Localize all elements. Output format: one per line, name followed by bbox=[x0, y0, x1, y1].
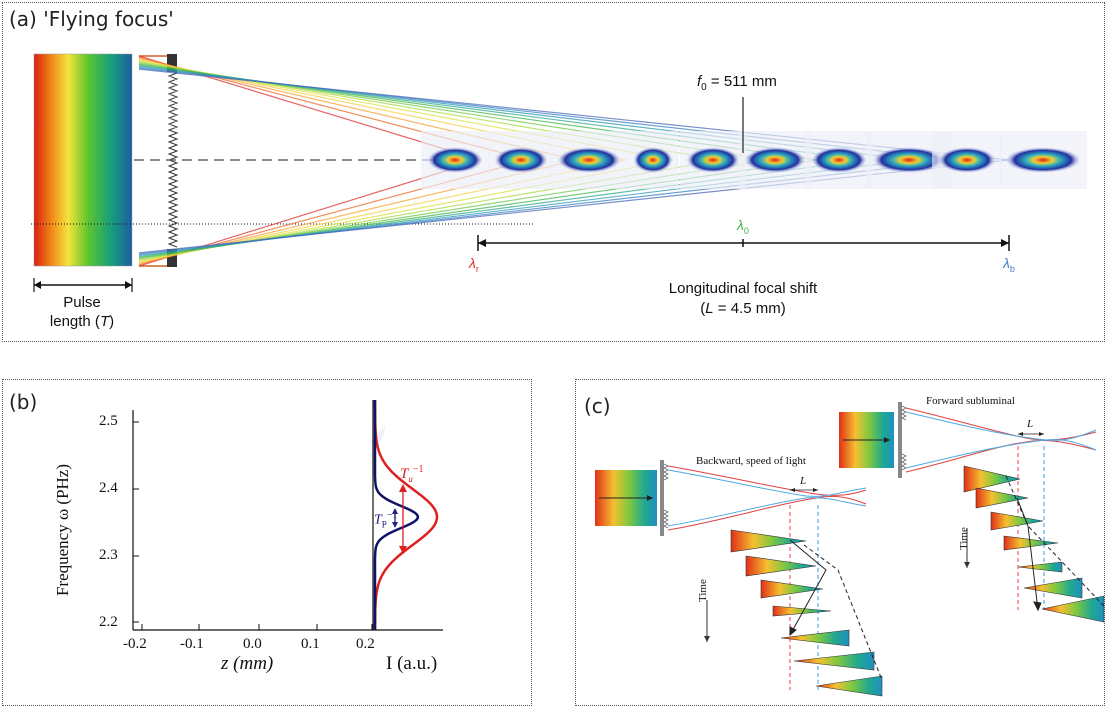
x-axis-label: z (mm) bbox=[221, 653, 274, 674]
time-arrow-backward bbox=[704, 600, 710, 642]
panel-a: (a) 'Flying focus' bbox=[2, 2, 1105, 342]
time-label-backward: Time bbox=[697, 579, 709, 602]
pulse-wedge-5 bbox=[793, 651, 875, 671]
ytick-1: 2.4 bbox=[99, 480, 118, 496]
ytick-3: 2.2 bbox=[99, 614, 118, 630]
focal-shift-arrow bbox=[477, 235, 1010, 251]
focal-shift-label: Longitudinal focal shift (L = 4.5 mm) bbox=[668, 280, 818, 317]
focal-spot-6 bbox=[811, 147, 867, 173]
xtick-3: 0.1 bbox=[301, 636, 320, 652]
pulse-length-arrow bbox=[33, 278, 133, 292]
lambda-b-label: λb bbox=[1003, 255, 1015, 274]
pulse-wedge-1 bbox=[745, 555, 817, 577]
pulse-wedge-6 bbox=[1041, 595, 1105, 623]
forward-L-label: L bbox=[1027, 418, 1034, 430]
pulse-wedge-3 bbox=[1003, 535, 1059, 551]
panel-c: (c) bbox=[575, 379, 1105, 706]
tp-label: TP−1 bbox=[374, 510, 398, 530]
lambda-r-label: λr bbox=[469, 255, 479, 274]
pulse-wedge-4 bbox=[780, 629, 850, 647]
panel-c-label: (c) bbox=[584, 394, 611, 418]
panel-b: (b) bbox=[2, 379, 532, 706]
pulse-wedge-5 bbox=[1023, 577, 1083, 599]
pulse-wedge-0 bbox=[730, 529, 807, 553]
tu-label: Tu−1 bbox=[400, 464, 424, 484]
ytick-0: 2.5 bbox=[99, 413, 118, 429]
pulse-wedge-3 bbox=[772, 605, 832, 617]
forward-focus-path bbox=[1005, 475, 1105, 612]
focal-spot-2 bbox=[557, 147, 621, 173]
focal-spot-5 bbox=[744, 147, 806, 173]
pulse-length-label: Pulse length (T) bbox=[49, 294, 115, 330]
focal-spot-7 bbox=[872, 147, 946, 173]
time-label-forward: Time bbox=[958, 527, 970, 550]
echelon-mirror bbox=[139, 54, 179, 267]
flying-focus-diagram bbox=[31, 53, 1087, 292]
backward-pulse-wedges bbox=[730, 529, 883, 697]
panel-b-label: (b) bbox=[9, 390, 38, 414]
wigner-map-plot bbox=[132, 380, 443, 631]
backward-focus-path bbox=[789, 539, 883, 681]
pulse-wedge-2 bbox=[760, 579, 824, 599]
pulse-wedge-0 bbox=[963, 465, 1021, 493]
focal-spots bbox=[421, 131, 1087, 189]
panel-a-label: (a) 'Flying focus' bbox=[9, 7, 174, 31]
xtick-1: -0.1 bbox=[180, 636, 204, 652]
pulse-wedge-4 bbox=[1017, 561, 1063, 573]
lambda-0-label: λ0 bbox=[737, 217, 749, 236]
focal-spot-8 bbox=[938, 147, 996, 173]
f0-label: f0 = 511 mm bbox=[697, 73, 777, 93]
pulse-wedge-2 bbox=[990, 511, 1044, 531]
focal-spot-4 bbox=[686, 147, 740, 173]
flying-focus-schematic bbox=[595, 402, 1105, 697]
xtick-4: 0.2 bbox=[356, 636, 375, 652]
xtick-2: 0.0 bbox=[243, 636, 262, 652]
pulse-wedge-6 bbox=[815, 675, 883, 697]
backward-label: Backward, speed of light bbox=[696, 455, 806, 467]
focal-spot-3 bbox=[633, 147, 673, 173]
backward-setup bbox=[595, 460, 867, 690]
focal-spot-0 bbox=[427, 147, 483, 173]
forward-label: Forward subluminal bbox=[926, 395, 1015, 407]
pulse-spectrum-block bbox=[34, 54, 132, 266]
ytick-2: 2.3 bbox=[99, 547, 118, 563]
pulse-wedge-1 bbox=[975, 487, 1029, 509]
x2-axis-label: I (a.u.) bbox=[386, 653, 438, 674]
time-arrow-forward bbox=[964, 528, 970, 568]
tick-marks bbox=[133, 421, 373, 630]
axes-frame bbox=[132, 400, 443, 631]
intensity-curves bbox=[373, 400, 439, 630]
focal-spot-9 bbox=[1005, 147, 1081, 173]
y-axis-label: Frequency ω (PHz) bbox=[53, 463, 72, 597]
xtick-0: -0.2 bbox=[123, 636, 147, 652]
focal-spot-1 bbox=[494, 147, 548, 173]
forward-pulse-wedges bbox=[963, 465, 1105, 623]
backward-L-label: L bbox=[800, 475, 807, 487]
forward-setup bbox=[839, 402, 1097, 610]
